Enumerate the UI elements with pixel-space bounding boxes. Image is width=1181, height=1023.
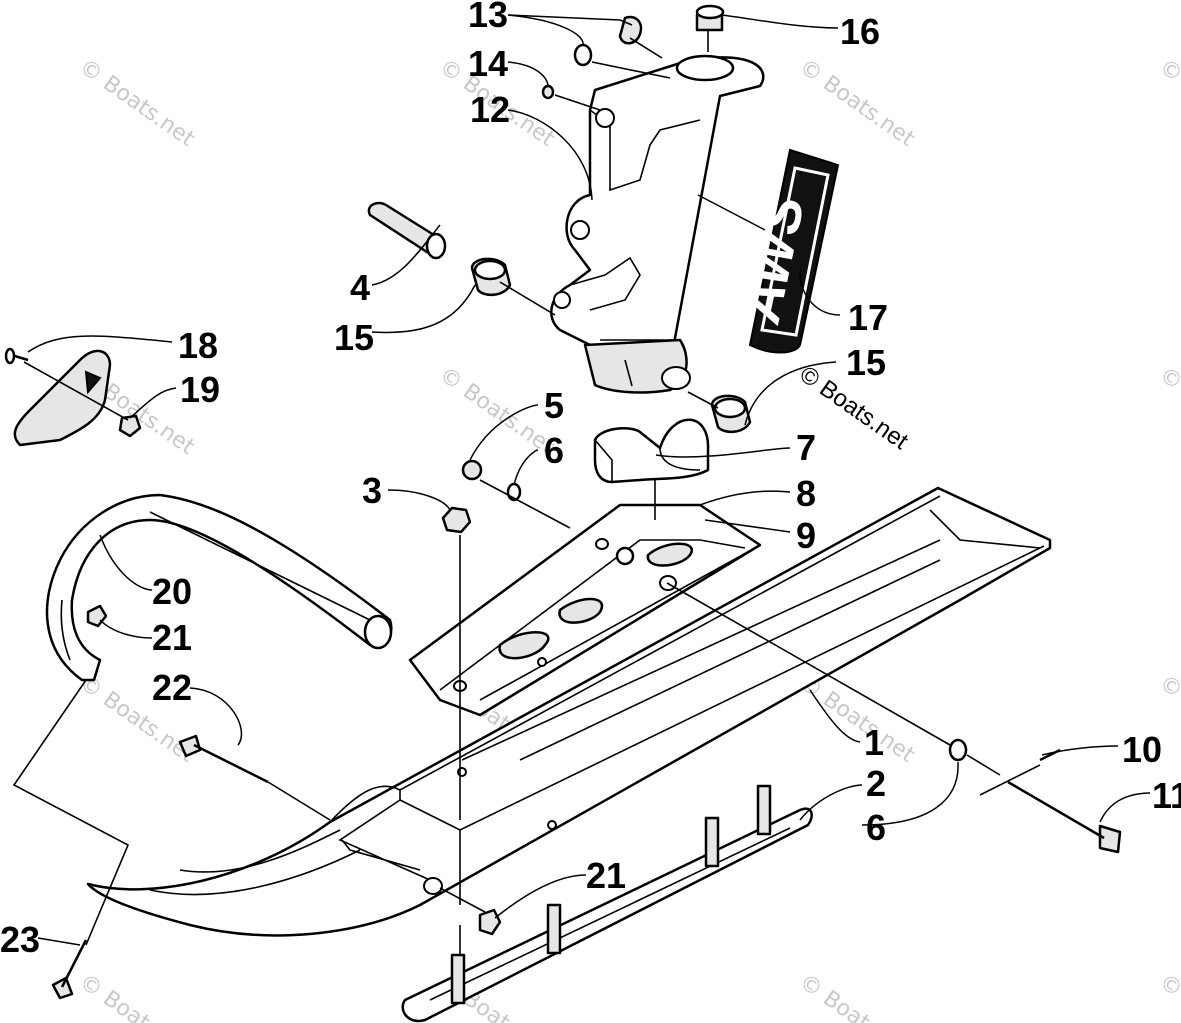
bushing-left (470, 257, 512, 297)
callout-6a: 6 (544, 430, 564, 471)
callout-15a: 15 (334, 317, 374, 358)
callout-13: 13 (468, 0, 508, 35)
watermark-faint: © Boats.net (795, 670, 920, 768)
callout-22: 22 (152, 667, 192, 708)
saddle (408, 503, 762, 717)
hardware (4, 4, 1122, 1000)
callout-labels: 1 2 3 4 5 6 6 7 8 9 10 11 12 13 14 15 15… (0, 0, 1181, 960)
callout-4: 4 (350, 267, 370, 308)
callout-12: 12 (470, 89, 510, 130)
watermark-faint: © Boats.net (1155, 54, 1181, 152)
spring-mount (13, 349, 112, 447)
callout-8: 8 (796, 473, 816, 514)
callout-20: 20 (152, 571, 192, 612)
callout-21b: 21 (586, 855, 626, 896)
bushing-right (710, 394, 752, 434)
callout-6b: 6 (866, 807, 886, 848)
watermark-faint: © Boats.net (795, 54, 920, 152)
axis-lines (12, 30, 1041, 955)
callout-1: 1 (864, 722, 884, 763)
callout-3: 3 (362, 470, 382, 511)
watermark-faint: © Boats.net (1155, 969, 1181, 1023)
ski (86, 486, 1052, 937)
callout-21a: 21 (152, 617, 192, 658)
spindle (550, 54, 765, 394)
watermark-faint: © Boats.net (75, 54, 200, 152)
ski-loop (45, 493, 393, 682)
callout-17: 17 (848, 297, 888, 338)
callout-19: 19 (180, 369, 220, 410)
callout-10: 10 (1122, 729, 1162, 770)
watermark-faint: © Boats.net (1155, 362, 1181, 460)
callout-18: 18 (178, 325, 218, 366)
callout-5: 5 (544, 385, 564, 426)
callout-15b: 15 (846, 342, 886, 383)
callout-9: 9 (796, 515, 816, 556)
watermark-faint: © Boats.net (435, 362, 560, 460)
watermark-faint: © Boats.net (75, 969, 200, 1023)
spindle-block (593, 418, 710, 484)
callout-7: 7 (796, 427, 816, 468)
callout-14: 14 (468, 43, 508, 84)
wear-bar (401, 784, 813, 1023)
watermark-faint: © Boats.net (795, 969, 920, 1023)
leader-lines (27, 14, 1151, 946)
callout-23: 23 (0, 919, 40, 960)
aws-decal: AWS (728, 148, 840, 354)
callout-2: 2 (866, 763, 886, 804)
sleeve (367, 201, 447, 260)
callout-11: 11 (1152, 775, 1181, 816)
callout-16: 16 (840, 11, 880, 52)
